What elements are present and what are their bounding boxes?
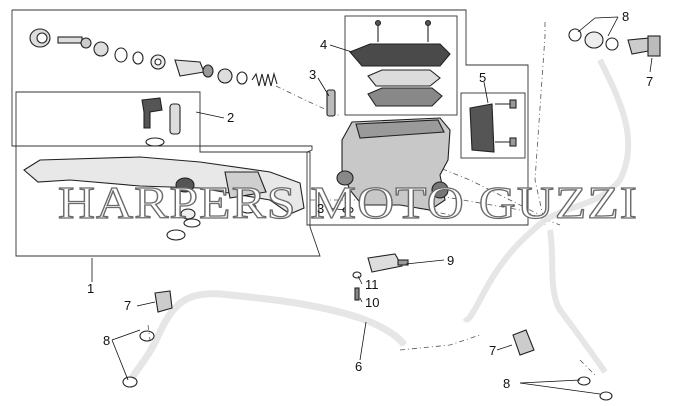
callout-3-bottom: 3 <box>317 201 324 216</box>
lever-subassembly-frame <box>15 91 321 257</box>
banjo-bolts <box>154 35 661 356</box>
piston <box>174 59 205 77</box>
piston-assembly-parts <box>29 28 278 87</box>
callout-5: 5 <box>479 70 486 85</box>
reservoir-cover-frame <box>344 15 458 116</box>
brake-light-switch <box>352 253 409 301</box>
handlebar-clamp <box>469 99 517 153</box>
master-cylinder-body <box>326 89 451 214</box>
pivot-pin <box>141 97 163 129</box>
callout-leaders <box>91 16 653 395</box>
bush <box>169 103 181 135</box>
callout-8-top-right: 8 <box>622 9 629 24</box>
callout-6: 6 <box>355 359 362 374</box>
callout-7-top-right: 7 <box>646 74 653 89</box>
circlip <box>114 47 128 63</box>
callout-8-bottom-right: 8 <box>503 376 510 391</box>
callout-7-bottom-right: 7 <box>489 343 496 358</box>
lever-pivot <box>175 177 195 193</box>
callout-7-left: 7 <box>124 298 131 313</box>
return-spring <box>251 71 278 87</box>
callout-1: 1 <box>87 281 94 296</box>
callout-4: 4 <box>320 37 327 52</box>
callout-2: 2 <box>227 110 234 125</box>
boot <box>93 41 109 57</box>
push-rod <box>57 36 83 44</box>
callout-11: 11 <box>365 277 379 292</box>
brake-hose-upper <box>462 28 632 401</box>
callout-3-top: 3 <box>309 67 316 82</box>
brake-hose-lower <box>122 290 408 388</box>
diaphragm <box>367 87 443 107</box>
callout-10: 10 <box>365 295 379 310</box>
bleed-screw <box>326 89 336 117</box>
reservoir-cap <box>349 43 451 67</box>
callout-9: 9 <box>447 253 454 268</box>
cap-plate <box>367 69 441 87</box>
adjuster-block <box>224 171 267 199</box>
callout-numbers: 1 2 3 3 4 5 6 7 7 7 8 8 8 9 10 11 <box>87 9 653 391</box>
watermark-text: HARPERS MOTO GUZZI <box>58 177 638 228</box>
washer <box>132 51 144 65</box>
clamp-frame <box>460 92 526 159</box>
reservoir-cover-parts <box>349 19 451 107</box>
callout-8-left: 8 <box>103 333 110 348</box>
brake-lever <box>23 97 305 241</box>
assembly-frame-1 <box>11 9 529 226</box>
